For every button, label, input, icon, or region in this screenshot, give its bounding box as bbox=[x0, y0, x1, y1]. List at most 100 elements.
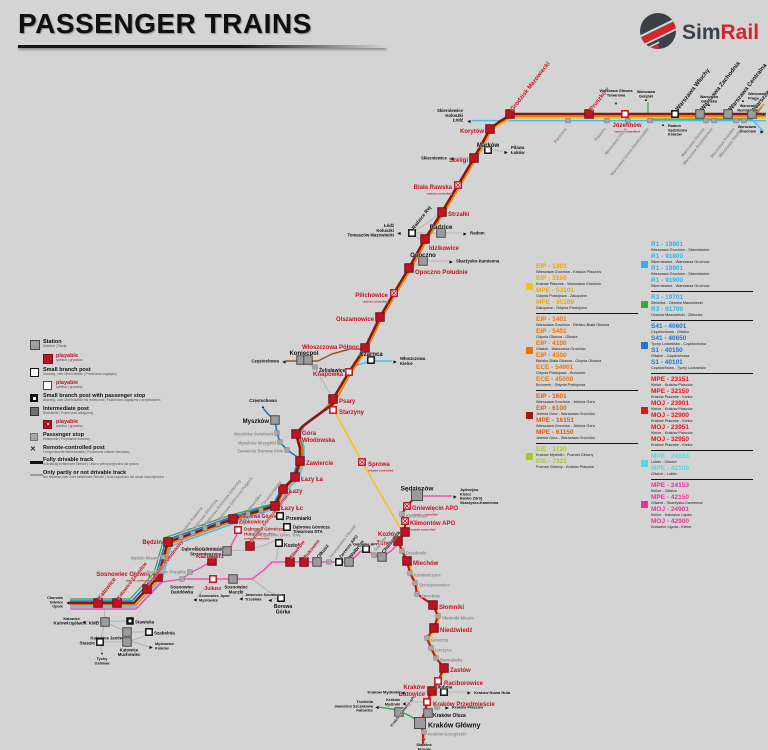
map-annotation: ▶ bbox=[148, 645, 153, 650]
train-id: MPE - 53101 bbox=[536, 287, 574, 294]
station-label: Opoczno Południe bbox=[415, 270, 468, 276]
station-marker-Kraków Główny bbox=[414, 717, 426, 729]
map-annotation: ▶ bbox=[761, 112, 766, 117]
station-label: Przemiarki bbox=[286, 516, 312, 522]
station-label: Grodzisk Mazowiecki bbox=[510, 61, 552, 113]
station-marker-Warszawa Centralna bbox=[723, 109, 733, 119]
train-id: MPE - 61150 bbox=[536, 429, 574, 436]
station-sublabel: remote controlled bbox=[614, 130, 640, 134]
station-marker-Charsznica bbox=[377, 552, 387, 562]
station-label: Miechów bbox=[413, 561, 439, 567]
station-label: Katowice Much. KMB bbox=[53, 621, 99, 626]
train-id: R1 - 91900 bbox=[651, 277, 684, 284]
station-marker-Dąbrowa Górnicza Huta Katowice bbox=[234, 526, 242, 534]
station-marker-Warszawa Stadion bbox=[741, 118, 747, 124]
map-annotation: ◀ bbox=[281, 359, 286, 364]
station-label: Myszków Światowit bbox=[234, 431, 273, 436]
station-marker-Radzice Rej bbox=[408, 229, 416, 237]
map-annotation: ◀ bbox=[267, 598, 272, 603]
station-marker-Warszawa Ursus bbox=[625, 118, 631, 124]
station-sublabel: remote controlled bbox=[368, 469, 394, 473]
station-marker-Będzin Miasto bbox=[160, 554, 166, 560]
station-marker-Staszic bbox=[96, 638, 104, 646]
title-underline bbox=[18, 45, 386, 48]
station-marker-Warszawa Śródmieście bbox=[711, 118, 717, 124]
station-marker-Warszawa Ursus-Niedźwiadek bbox=[647, 118, 653, 124]
station-marker-Wolbrom bbox=[344, 557, 354, 567]
station-marker-Kozioł bbox=[275, 539, 283, 547]
station-label: Szeligi bbox=[449, 158, 468, 164]
station-label: Gniewięcin APO bbox=[412, 506, 458, 512]
legend-in-icon bbox=[30, 406, 39, 416]
header: PASSENGER TRAINS SimRail bbox=[0, 0, 768, 58]
station-marker-Słomniki Miasto bbox=[435, 613, 441, 619]
station-marker-Sosnowiec Porąbka bbox=[187, 569, 193, 575]
map-annotation: ◀ bbox=[65, 600, 70, 605]
train-id: MOJ - 23901 bbox=[651, 400, 689, 407]
map-annotation: ◀ bbox=[396, 231, 401, 236]
station-marker-Myszków bbox=[270, 415, 280, 425]
map-annotation: ▶ bbox=[448, 259, 453, 264]
train-route: Gliwice - Warszawa Grochów bbox=[536, 347, 586, 351]
train-route: Kraków Mydlniki - Poznań Główny bbox=[536, 453, 594, 457]
station-marker-Idzikowice bbox=[420, 234, 430, 244]
station-label: Opoczno bbox=[410, 253, 436, 259]
map-annotation: ▲ bbox=[644, 97, 648, 102]
map-annotation: ▶ bbox=[466, 690, 471, 695]
train-route: Kielce - Kraków Płaszów bbox=[651, 383, 693, 387]
train-id: EIP - 4500 bbox=[536, 352, 567, 359]
station-marker-Warszawa Powiśle bbox=[733, 118, 739, 124]
train-id: R3 - 91700 bbox=[651, 306, 684, 313]
station-label: Baranówka bbox=[440, 657, 463, 662]
station-marker-Gajówka APO bbox=[362, 545, 370, 553]
station-label: Zastów bbox=[450, 668, 471, 674]
station-label: Goszcza bbox=[431, 637, 449, 642]
legend-stP-icon bbox=[43, 354, 53, 364]
station-label: Klimontów APO bbox=[410, 521, 455, 527]
train-id: S41 - 40601 bbox=[651, 323, 687, 330]
station-label: Kraków Przedmieście bbox=[433, 702, 495, 708]
train-route: Lublin - Gliwice bbox=[651, 460, 677, 464]
station-label: Włoszczowa Północ bbox=[302, 345, 360, 351]
legend-x-icon: ✕ bbox=[30, 445, 36, 453]
train-id: R3 - 19701 bbox=[651, 294, 684, 301]
map-annotation: ▼ bbox=[614, 101, 618, 106]
station-label: Tunel bbox=[376, 541, 392, 547]
train-id: MPE - 32150 bbox=[651, 388, 689, 395]
station-label: Szczepanowice bbox=[419, 582, 450, 587]
station-label: Łazy Ła bbox=[301, 477, 324, 483]
station-marker-Parzniew bbox=[565, 118, 571, 124]
map-annotation: ◀ bbox=[238, 596, 243, 601]
train-id: MPE - 16151 bbox=[536, 417, 574, 424]
station-marker-Sosnowiec Dańdówka bbox=[179, 576, 185, 582]
station-marker-Grodzisk Mazowiecki bbox=[505, 109, 515, 119]
station-label: Olszamowice bbox=[336, 317, 375, 323]
station-marker-Dąbrowa Górnicza Gołonóg bbox=[202, 525, 208, 531]
station-marker-Korytów bbox=[485, 124, 495, 134]
map-annotation: ▲ bbox=[741, 98, 745, 103]
